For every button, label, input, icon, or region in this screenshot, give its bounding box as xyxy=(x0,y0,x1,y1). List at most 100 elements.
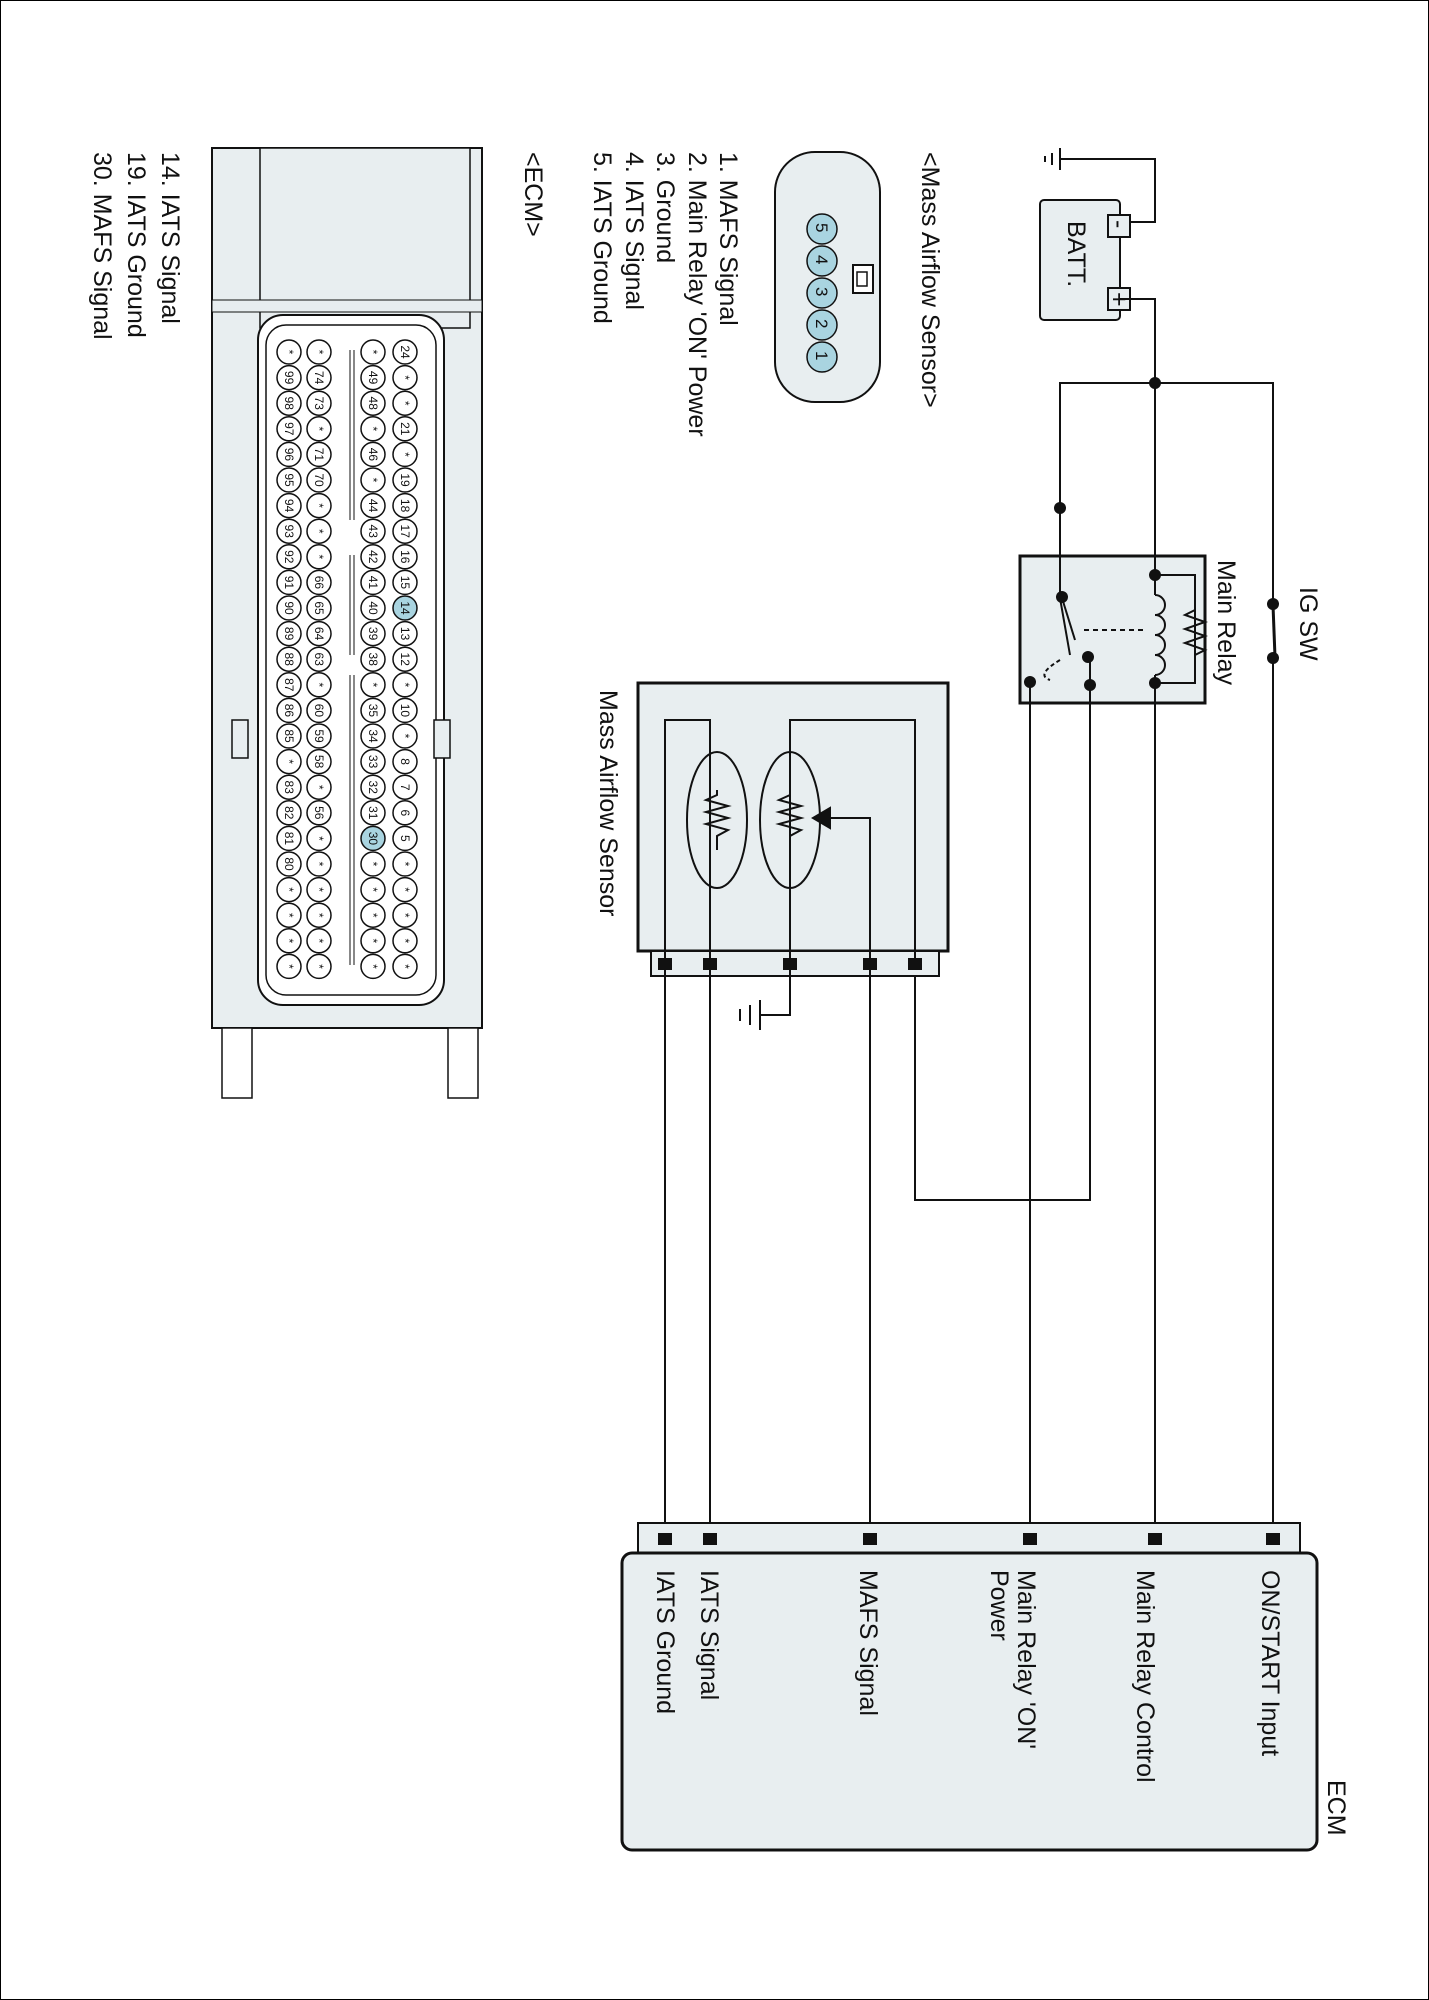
ecm-pin-35: 35 xyxy=(360,697,386,724)
ecm-pin-label: 44 xyxy=(366,499,380,513)
ecm-pin-6: 6 xyxy=(392,800,418,826)
ecm-pin-unused: * xyxy=(392,364,418,391)
ecm-title: ECM xyxy=(1322,1780,1350,1836)
ecm-pin-unused: * xyxy=(306,953,332,980)
ecm-pin-96: 96 xyxy=(276,441,302,468)
ecm-pin-66: 66 xyxy=(306,569,332,596)
ecm-pin-label: 71 xyxy=(312,448,326,462)
ecm-pin-label: 70 xyxy=(312,473,326,487)
ecm-pin-unused: * xyxy=(306,544,332,570)
ecm-pin-label: 96 xyxy=(282,448,296,462)
ecm-pin-unused: * xyxy=(276,748,302,775)
ecm-pin-16: 16 xyxy=(392,544,418,570)
ecm-pin-label: 49 xyxy=(366,371,380,385)
ecm-pin-46: 46 xyxy=(360,441,386,468)
ecm-pin-32: 32 xyxy=(360,774,386,800)
ecm-pin-63: 63 xyxy=(306,646,332,672)
ecm-pin-label: * xyxy=(398,452,412,457)
ecm-pin-label: * xyxy=(312,785,326,790)
ecm-pin-93: 93 xyxy=(276,518,302,544)
ecm-connector-title: <ECM> xyxy=(519,152,547,237)
ecm-pin-label: 7 xyxy=(398,784,412,791)
ecm-pin-unused: * xyxy=(392,953,418,980)
ecm-pin-label: * xyxy=(398,734,412,739)
ecm-pin-mafs-signal: MAFS Signal xyxy=(854,1570,882,1716)
ecm-pin-unused: * xyxy=(306,518,332,544)
maf-connector-pin-3: 3. Ground xyxy=(651,152,679,263)
ecm-pin-label: 58 xyxy=(312,755,326,769)
ecm-pin-label: 92 xyxy=(282,550,296,564)
ecm-pin-unused: * xyxy=(276,928,302,954)
ecm-pin-label: 98 xyxy=(282,397,296,411)
ecm-pin-31: 31 xyxy=(360,800,386,826)
maf-connector-pin-1: 1. MAFS Signal xyxy=(714,152,742,326)
ecm-pin-label: 5 xyxy=(398,835,412,842)
maf-pin-5: 5 xyxy=(806,213,838,245)
ecm-pin-44: 44 xyxy=(360,492,386,519)
battery-plus-label: + xyxy=(1105,292,1133,307)
ecm-pin-unused: * xyxy=(392,851,418,877)
maf-connector-pin-2: 2. Main Relay 'ON' Power xyxy=(683,152,711,437)
ecm-pin-48: 48 xyxy=(360,390,386,416)
ecm-pin-86: 86 xyxy=(276,697,302,724)
ecm-pin-label: * xyxy=(366,478,380,483)
ecm-pin-label: 35 xyxy=(366,704,380,718)
ecm-pin-label: 43 xyxy=(366,525,380,539)
ecm-pin-unused: * xyxy=(276,902,302,928)
maf-connector-pin-5: 5. IATS Ground xyxy=(588,152,616,324)
ecm-pin-unused: * xyxy=(392,390,418,416)
ecm-pin-label: * xyxy=(312,503,326,508)
ecm-pin-unused: * xyxy=(360,339,386,365)
maf-pin-3: 3 xyxy=(806,277,838,309)
ecm-pin-73: 73 xyxy=(306,390,332,416)
ecm-pin-label: * xyxy=(398,862,412,867)
ecm-pin-42: 42 xyxy=(360,544,386,570)
ecm-pin-label: 32 xyxy=(366,781,380,795)
ecm-pin-label: 97 xyxy=(282,422,296,436)
ecm-pin-label: * xyxy=(398,887,412,892)
ecm-pin-label: 13 xyxy=(398,627,412,641)
ecm-pin-label: 48 xyxy=(366,397,380,411)
ecm-pin-iats-ground: IATS Ground xyxy=(651,1570,679,1714)
ecm-pin-label: 64 xyxy=(312,627,326,641)
ecm-pin-88: 88 xyxy=(276,646,302,672)
ecm-pin-label: 99 xyxy=(282,371,296,385)
ecm-pin-label: 95 xyxy=(282,473,296,487)
ecm-pin-label: * xyxy=(312,350,326,355)
ecm-pin-unused: * xyxy=(360,851,386,877)
ecm-pin-power: Power xyxy=(985,1570,1013,1641)
ecm-pin-label: 12 xyxy=(398,653,412,667)
maf-connector-pin-4: 4. IATS Signal xyxy=(620,152,648,310)
maf-pin-number: 2 xyxy=(812,319,831,328)
ecm-pin-label: * xyxy=(312,964,326,969)
ecm-pin-label: * xyxy=(282,913,296,918)
ecm-pin-91: 91 xyxy=(276,569,302,596)
ecm-pin-label: * xyxy=(366,862,380,867)
ecm-pin-unused: * xyxy=(360,416,386,442)
ecm-pin-label: 59 xyxy=(312,729,326,743)
ecm-pin-58: 58 xyxy=(306,748,332,775)
ecm-pin-label: 42 xyxy=(366,550,380,564)
ecm-pin-label: * xyxy=(282,964,296,969)
ecm-pin-5: 5 xyxy=(392,825,418,852)
ecm-pin-98: 98 xyxy=(276,390,302,416)
ecm-pin-85: 85 xyxy=(276,723,302,749)
ecm-pin-60: 60 xyxy=(306,697,332,724)
ecm-pin-label: 40 xyxy=(366,601,380,615)
ecm-pin-label: 30 xyxy=(366,832,380,846)
battery-ground xyxy=(1044,148,1156,223)
ecm-pin-label: 24 xyxy=(398,345,412,359)
ecm-pin-unused: * xyxy=(360,928,386,954)
ecm-pin-label: 17 xyxy=(398,525,412,539)
ecm-pin-label: * xyxy=(312,554,326,559)
ecm-pin-main-relay-on: Main Relay 'ON' xyxy=(1012,1570,1040,1749)
ecm-pin-label: 10 xyxy=(398,704,412,718)
ecm-pin-label: 73 xyxy=(312,397,326,411)
ecm-pin-19: 19 xyxy=(392,467,418,493)
ecm-pin-label: * xyxy=(398,938,412,943)
ecm-pin-unused: * xyxy=(360,672,386,698)
maf-connector-title: <Mass Airflow Sensor> xyxy=(916,152,944,408)
ecm-pin-label: * xyxy=(312,682,326,687)
ecm-connector-pin-19: 19. IATS Ground xyxy=(122,152,150,338)
